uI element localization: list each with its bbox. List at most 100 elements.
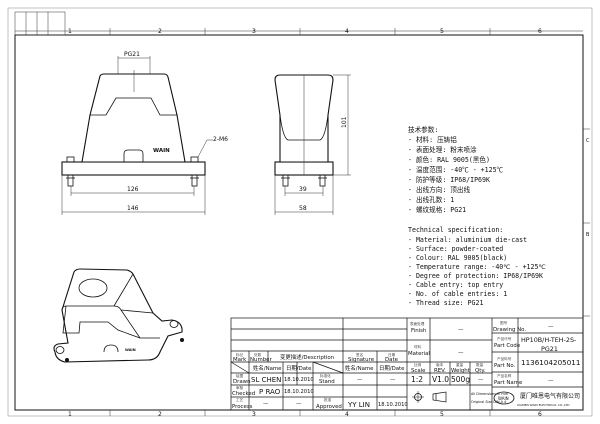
spec-chinese: 技术参数: - 材料: 压铸铝 - 表面处理: 粉末喷涂 - 颜色: RAL 9… <box>408 125 504 214</box>
qty-value: — <box>478 377 484 383</box>
thread-label: PG21 <box>124 51 140 58</box>
top-left-stamp-box <box>14 11 66 36</box>
dims-note: All Dimensions in mm <box>471 392 509 396</box>
part-name-value: — <box>548 378 554 384</box>
stand-cn: 标准化 <box>320 373 331 378</box>
grid-row-labels: C B <box>583 128 590 317</box>
front-view: PG21 WAIN 2-M6 126 146 <box>61 51 228 215</box>
col-label: 2 <box>158 28 162 35</box>
signature-label: Signature <box>348 357 375 363</box>
rev-cn: 版本 <box>436 362 444 367</box>
col-label: 5 <box>440 28 444 35</box>
col-label: 6 <box>538 28 542 35</box>
row-label: B <box>586 232 590 238</box>
spec-en-item: - No. of cable entries: 1 <box>408 290 507 298</box>
company-logo: WAIN <box>493 391 515 405</box>
grid-column-labels: 1 2 3 4 5 6 1 2 3 4 5 6 <box>15 28 583 418</box>
drawn-cn: 绘图 <box>236 373 244 378</box>
size-note: Original Size DIN A 4 <box>471 400 506 404</box>
drawn-date: 18.10.2010 <box>284 377 314 383</box>
stand-date: — <box>390 377 396 383</box>
process-name: — <box>263 401 269 407</box>
part-code-cn: 产品代号 <box>497 336 512 341</box>
spec-en-item: - Material: aluminium die-cast <box>408 236 527 244</box>
process-date: — <box>296 401 302 407</box>
date-cn: 日期 <box>388 352 396 357</box>
drawn-label: Drawn <box>233 379 251 385</box>
rev-label: REV. <box>434 368 446 374</box>
brand-mark: WAIN <box>153 148 170 154</box>
spec-cn-item: - 表面处理: 粉末喷涂 <box>408 145 477 154</box>
spec-cn-item: - 温度范围: -40℃ - +125℃ <box>408 165 504 174</box>
process-cn: 工艺 <box>236 397 244 402</box>
part-code-value-cont: PG21 <box>541 345 558 353</box>
number-label: Number <box>250 357 272 363</box>
checked-date: 18.10.2010 <box>284 389 314 395</box>
company-name-en: XIAMEN WAIN ELECTRICAL CO.,LTD <box>517 403 570 407</box>
spec-en-title: Technical specification: <box>408 226 503 234</box>
spec-en-item: - Cable entry: top entry <box>408 281 503 289</box>
side-view: 101 39 58 <box>274 74 351 215</box>
col-label: 3 <box>252 411 256 418</box>
spec-cn-title: 技术参数: <box>408 125 438 134</box>
description-label: 变更描述/Description <box>280 353 334 361</box>
finish-value: — <box>458 327 464 333</box>
stand-name: — <box>357 377 363 383</box>
number-cn: 处数 <box>254 352 262 357</box>
finish-cn: 表面处理 <box>410 321 425 326</box>
bolt-right <box>190 156 199 187</box>
screw-label: 2-M6 <box>213 136 228 143</box>
col-label: 2 <box>158 411 162 418</box>
dimension-146: 146 <box>127 205 139 212</box>
spec-en-item: - Surface: powder-coated <box>408 245 503 253</box>
weight-cn: 重量 <box>456 362 464 367</box>
process-label: Process <box>232 404 253 410</box>
date-header: 日期/Date <box>379 365 405 372</box>
name-header: 姓名/Name <box>253 364 282 372</box>
checked-name: P RAO <box>259 388 281 396</box>
col-label: 3 <box>252 28 256 35</box>
spec-cn-item: - 颜色: RAL 9005(黑色) <box>408 155 490 164</box>
weight-value: 500g <box>451 375 470 384</box>
mark-label: Mark <box>233 357 247 363</box>
part-name-label: Part Name <box>494 380 523 386</box>
title-block <box>230 317 584 411</box>
part-no-label: Part No. <box>494 363 516 369</box>
drawing-no-value: — <box>548 324 554 330</box>
first-angle-projection-icon <box>412 391 447 403</box>
mark-cn: 标记 <box>236 352 244 357</box>
dimension-101: 101 <box>341 116 348 128</box>
company-logo-text: WAIN <box>498 396 509 401</box>
spec-cn-item: - 出线孔数: 1 <box>408 195 454 204</box>
part-no-value: 1136104205011 <box>521 358 580 367</box>
spec-cn-item: - 防护等级: IP68/IP69K <box>408 175 490 184</box>
spec-en-item: - Temperature range: -40℃ - +125℃ <box>408 263 546 271</box>
col-label: 5 <box>440 411 444 418</box>
signature-cn: 签名 <box>356 352 364 357</box>
qty-label: Qty. <box>475 368 486 374</box>
drawing-no-label: Drawing No. <box>493 327 526 333</box>
row-label: C <box>586 138 590 144</box>
dimension-58: 58 <box>299 205 307 212</box>
spec-english: Technical specification: - Material: alu… <box>408 226 546 307</box>
part-code-label: Part Code <box>494 343 521 349</box>
spec-cn-item: - 材料: 压铸铝 <box>408 135 457 144</box>
weight-label: Weight <box>451 368 470 374</box>
col-label: 4 <box>345 411 349 418</box>
material-cn: 材料 <box>414 344 422 349</box>
spec-en-item: - Colour: RAL 9005(black) <box>408 254 507 262</box>
scale-cn: 比例 <box>414 362 422 367</box>
material-value: — <box>458 350 464 356</box>
finish-label: Finish <box>411 328 426 334</box>
part-no-cn: 产品料号 <box>497 356 512 361</box>
qty-cn: 数量 <box>476 362 484 367</box>
isometric-view: WAIN <box>53 268 184 363</box>
iso-brand-mark: WAIN <box>125 348 136 352</box>
rev-value: V1.0 <box>432 375 449 384</box>
drawn-name: SL CHEN <box>251 376 281 384</box>
drawing-no-cn: 图号 <box>500 320 508 325</box>
company-name-cn: 厦门唯恩电气有限公司 <box>520 392 580 400</box>
bolt-left <box>66 156 75 187</box>
title-block-text: 标记 Mark 处数 Number 变更描述/Description 签名 Si… <box>232 320 580 410</box>
